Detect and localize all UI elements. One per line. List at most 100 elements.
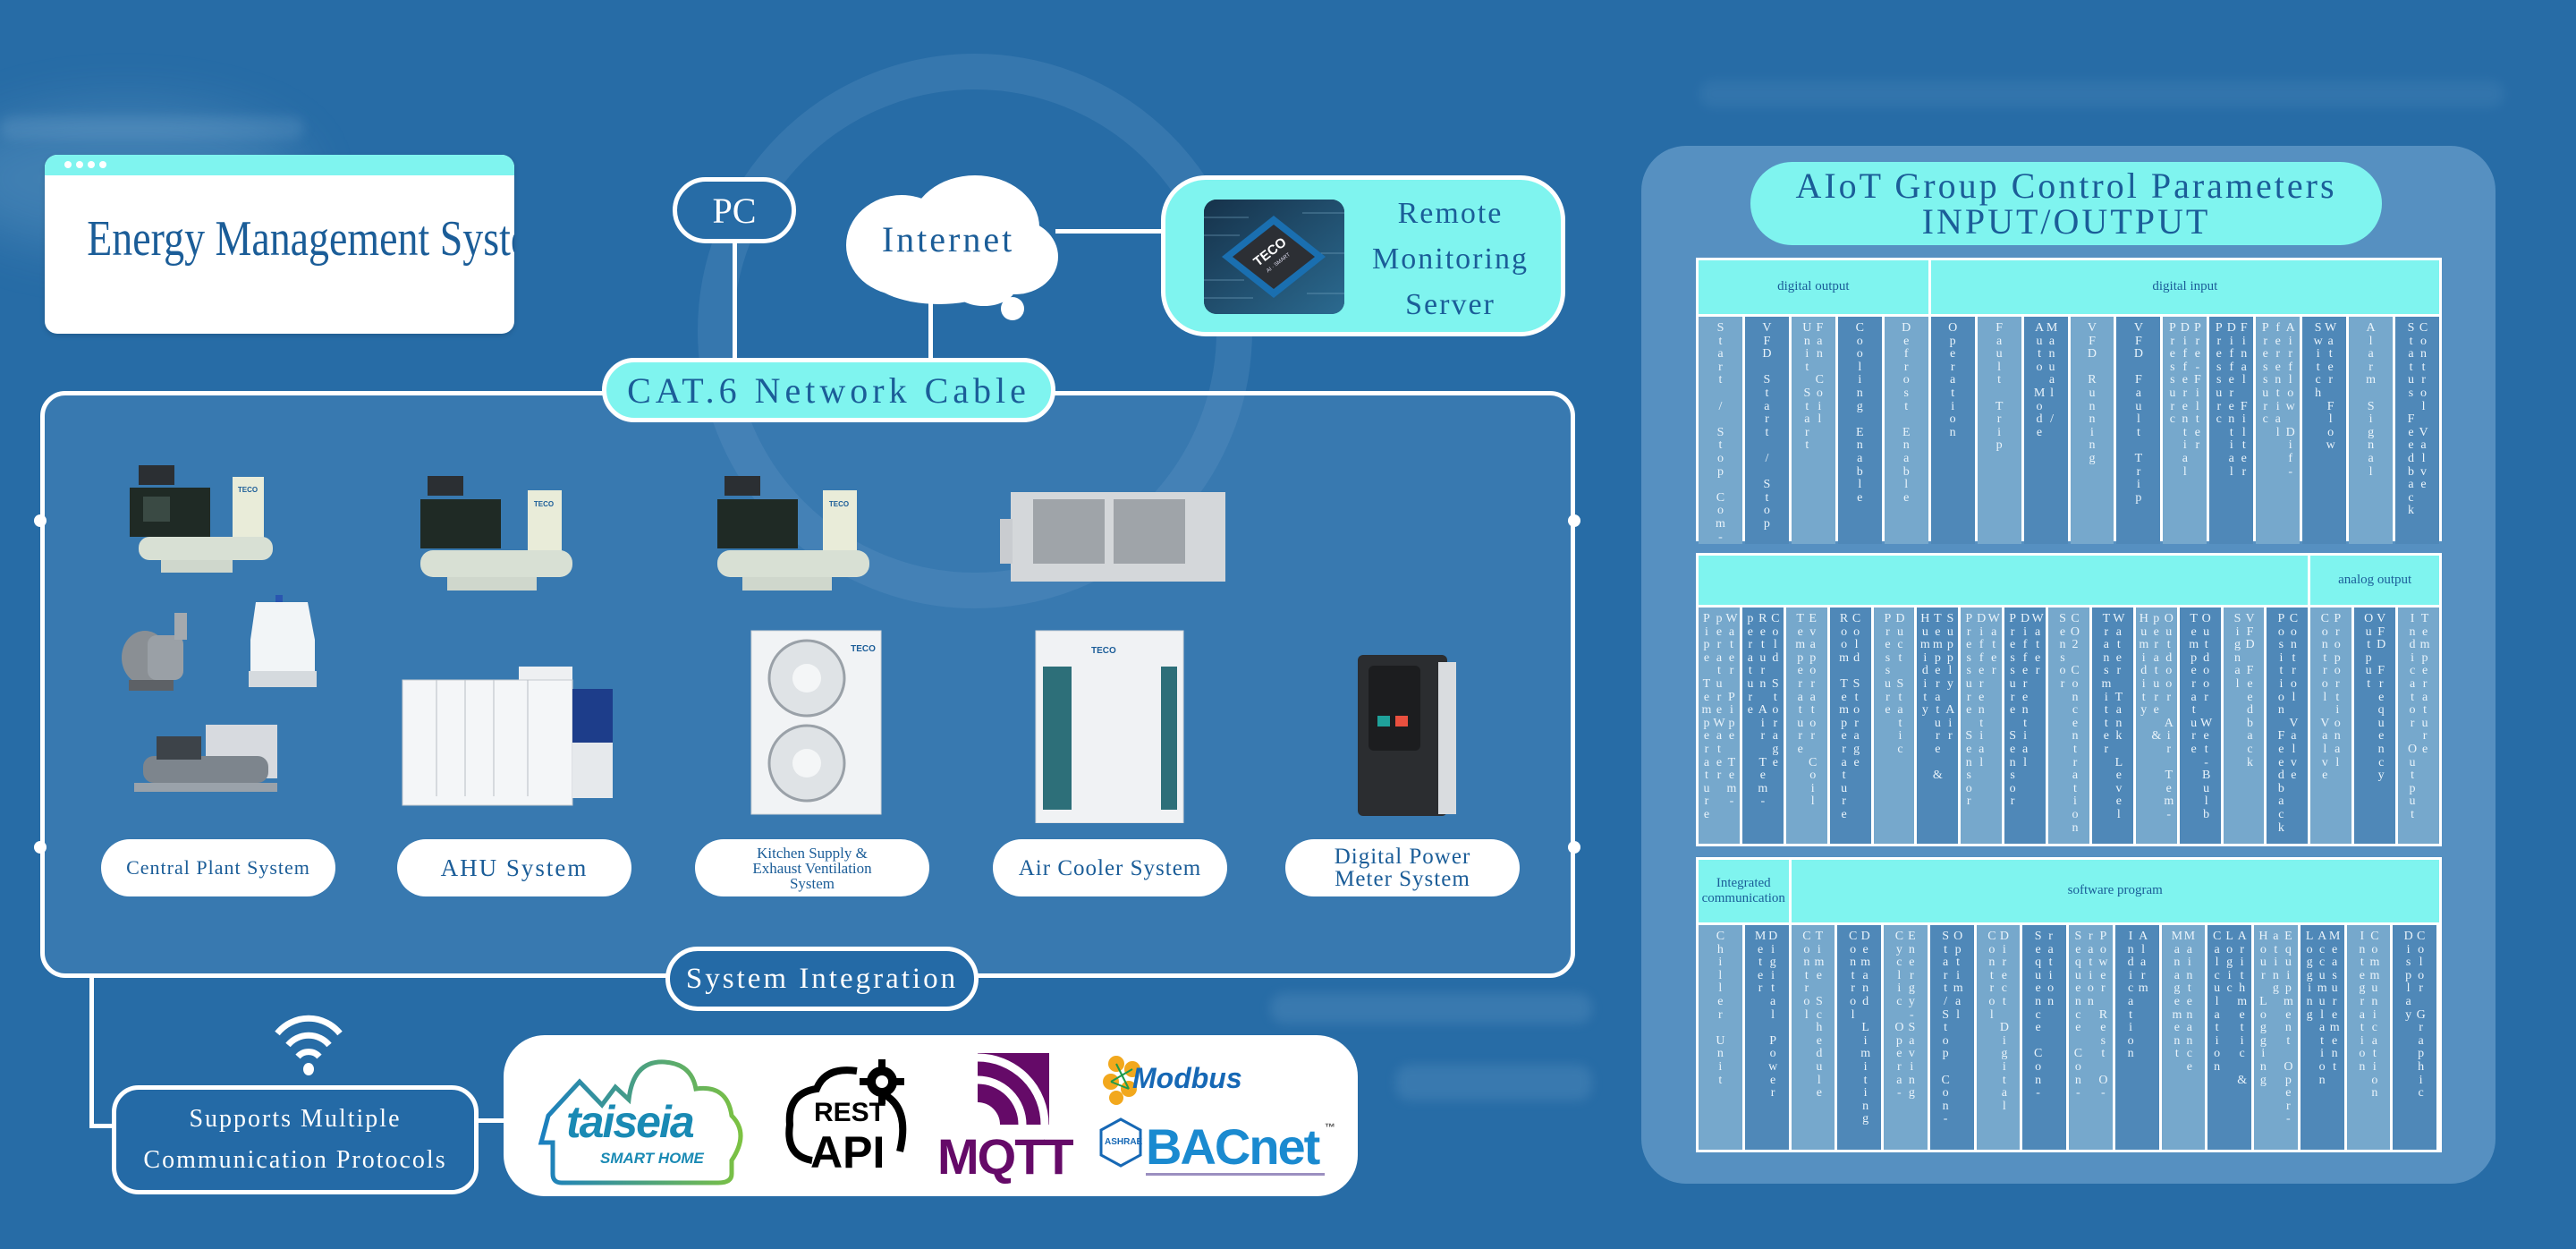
equipment-ahu: TECO: [394, 465, 644, 823]
cooling-tower-icon: [249, 595, 317, 687]
bacnet-logo: ASHRAE BACnet ™: [1094, 1116, 1344, 1187]
modbus-text: Modbus: [1132, 1062, 1242, 1094]
pc-connector: [733, 243, 737, 360]
server-label-line: Monitoring: [1372, 242, 1529, 276]
device-label-digital-power-meter[interactable]: Digital Power Meter System: [1285, 839, 1520, 896]
io-header-cell: [1699, 556, 2309, 605]
chip-icon: TECO AI · SMART: [1204, 200, 1344, 314]
protocol-logos-box: taiseia SMART HOME REST API M: [504, 1035, 1358, 1196]
background-bar: [1699, 81, 2504, 107]
taiseia-text: taiseia: [566, 1097, 695, 1147]
rest-api-logo: REST API: [776, 1053, 919, 1187]
device-label-air-cooler[interactable]: Air Cooler System: [993, 839, 1227, 896]
io-header-cell: Integrated communication: [1699, 860, 1789, 922]
bacnet-bus-line: [1146, 1173, 1325, 1176]
rest-text: REST: [814, 1098, 886, 1127]
window-dot: [64, 161, 72, 168]
svg-text:TECO: TECO: [238, 486, 258, 494]
svg-text:TECO: TECO: [829, 500, 849, 508]
device-label-central-plant[interactable]: Central Plant System: [101, 839, 335, 896]
ashrae-text: ASHRAE: [1105, 1137, 1143, 1147]
svg-text:TECO: TECO: [1091, 646, 1116, 656]
equipment-central-plant: TECO: [107, 452, 349, 828]
io-header-cell: software program: [1791, 860, 2439, 922]
equipment-power-meter: [1342, 644, 1467, 823]
io-title-line2: INPUT/OUTPUT: [1921, 201, 2211, 242]
device-label-ahu[interactable]: AHU System: [397, 839, 631, 896]
modbus-logo: Modbus: [1098, 1053, 1268, 1107]
cloud-icon: [846, 175, 1058, 320]
server-label-line: Remote: [1397, 197, 1504, 230]
server-connector: [1055, 229, 1163, 234]
api-text: API: [810, 1127, 886, 1177]
internet-label: Internet: [881, 219, 1015, 259]
device-label-kitchen-ventilation[interactable]: Kitchen Supply & Exhaust Ventilation Sys…: [695, 839, 929, 896]
equipment-kitchen-ventilation: TECO TECO: [698, 465, 948, 823]
background-bar: [1395, 1065, 1592, 1100]
air-handling-unit-icon: [402, 667, 613, 806]
logos-connector: [477, 1118, 505, 1123]
modbus-network-icon: [1103, 1056, 1140, 1105]
mqtt-logo: MQTT: [933, 1049, 1085, 1192]
outdoor-unit-icon: TECO: [750, 630, 882, 815]
